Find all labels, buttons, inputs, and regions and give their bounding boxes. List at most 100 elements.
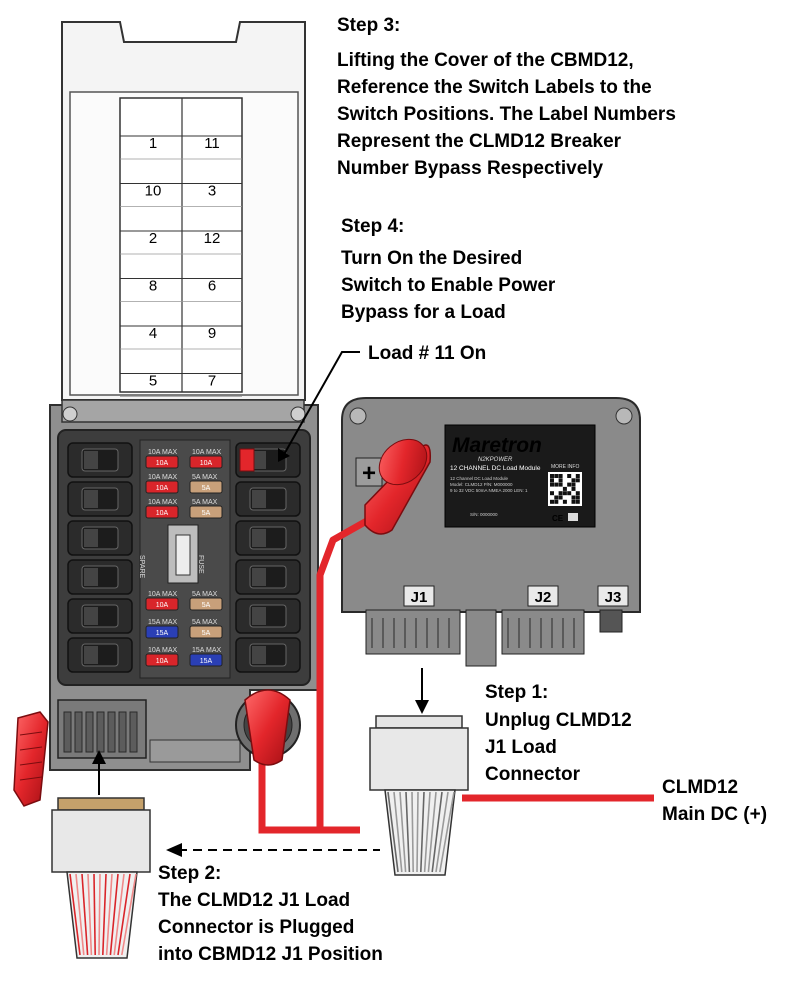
port-j2-label: J2 (535, 589, 552, 606)
main-dc-line-2: Main DC (+) (662, 804, 767, 825)
step2-line-2: Connector is Plugged (158, 917, 354, 938)
fuse-right-1-value: 10A (200, 460, 213, 467)
fuse-left-1-rating: 10A MAX (148, 449, 178, 456)
switch-label-right: 3 (208, 183, 216, 200)
ce-mark: CE (552, 514, 564, 523)
fuse-left-low-2-value: 15A (156, 630, 169, 637)
step1-line-3: Connector (485, 764, 581, 785)
fuse-left-3-rating: 10A MAX (148, 499, 178, 506)
clmd12-j1-socket[interactable] (365, 609, 461, 655)
switch-label-left: 5 (149, 373, 157, 390)
step2-line-3: into CBMD12 J1 Position (158, 944, 383, 965)
switch-label-right: 6 (208, 278, 216, 295)
fuse-left-low-1[interactable] (145, 597, 179, 611)
fuse-right-2[interactable] (189, 480, 223, 494)
load-11-on-callout: Load # 11 On (368, 343, 486, 364)
switch-label-left: 4 (149, 325, 157, 342)
fuse-right-low-1[interactable] (189, 597, 223, 611)
recycle-icon (568, 513, 578, 521)
fuse-left-low-3-rating: 10A MAX (148, 647, 178, 654)
fuse-right-2-value: 5A (202, 485, 211, 492)
fuse-left-low-1-value: 10A (156, 602, 169, 609)
fuse-left-low-3-value: 10A (156, 658, 169, 665)
port-j1-label: J1 (411, 589, 428, 606)
fuse-right-3[interactable] (189, 505, 223, 519)
port-j3-label: J3 (605, 589, 622, 606)
module-name: 12 CHANNEL DC Load Module (450, 465, 541, 472)
fuse-right-low-2[interactable] (189, 625, 223, 639)
switch-label-left: 10 (145, 183, 162, 200)
detail-line-2: Model: CLMD12 P/N: M000000 (450, 482, 513, 487)
spare-label-right: FUSE (197, 555, 204, 574)
switch-label-right: 7 (208, 373, 216, 390)
fuse-right-2-rating: 5A MAX (192, 474, 218, 481)
serial-text: S/N: 0000000 (470, 512, 498, 517)
step2-text: Step 2: The CLMD12 J1 Load Connector is … (158, 863, 383, 965)
switch-11-on-indicator (239, 448, 255, 472)
switch-label-right: 11 (204, 135, 220, 152)
fuse-left-low-3[interactable] (145, 653, 179, 667)
fuse-left-2-rating: 10A MAX (148, 474, 178, 481)
cover-hinge (61, 399, 305, 423)
red-main-wire-lower (258, 760, 360, 834)
step3-line-2: Reference the Switch Labels to the (337, 77, 652, 98)
step4-heading: Step 4: (341, 216, 404, 237)
step1-heading: Step 1: (485, 682, 548, 703)
main-dc-line-1: CLMD12 (662, 777, 738, 798)
fuse-left-3[interactable] (145, 505, 179, 519)
spare-label-left: SPARE (138, 555, 145, 579)
red-terminal-boot-box (244, 689, 291, 766)
clmd12-j1-load-connector-plugged[interactable] (51, 797, 151, 959)
step3-heading: Step 3: (337, 15, 400, 36)
switch-label-left: 2 (149, 230, 157, 247)
subbrand-text: N2KPOWER (478, 457, 513, 463)
step1-line-2: J1 Load (485, 737, 557, 758)
cbmd12-box: 10A MAX 10A 10A MAX 10A 10A MAX 10A 10A MAX 10A… (49, 399, 319, 771)
step4-text: Step 4: Turn On the Desired Switch to En… (341, 216, 556, 323)
fuse-left-3-value: 10A (156, 510, 169, 517)
fuse-right-low-3-rating: 15A MAX (192, 647, 222, 654)
fuse-right-1[interactable] (189, 455, 223, 469)
step4-line-2: Switch to Enable Power (341, 275, 556, 296)
maretron-logo: Maretron (452, 434, 542, 457)
switch-label-left: 8 (149, 278, 157, 295)
red-connector-cap (13, 711, 49, 807)
fuse-right-low-2-rating: 5A MAX (192, 619, 218, 626)
clmd12-j2-socket[interactable] (501, 609, 585, 655)
step2-heading: Step 2: (158, 863, 221, 884)
fuse-left-low-1-rating: 10A MAX (148, 591, 178, 598)
clmd12-j1-load-connector-unplugged[interactable] (369, 715, 469, 876)
fuse-right-low-3-value: 15A (200, 658, 213, 665)
plus-terminal-mark: + (362, 460, 376, 487)
clmd12-j3-port[interactable] (599, 609, 623, 633)
step1-line-1: Unplug CLMD12 (485, 710, 632, 731)
step2-line-1: The CLMD12 J1 Load (158, 890, 350, 911)
fuse-right-3-rating: 5A MAX (192, 499, 218, 506)
fuse-right-low-1-rating: 5A MAX (192, 591, 218, 598)
fuse-left-low-2[interactable] (145, 625, 179, 639)
fuse-left-2-value: 10A (156, 485, 169, 492)
switch-label-right: 9 (208, 325, 216, 342)
fuse-left-1[interactable] (145, 455, 179, 469)
main-dc-text: CLMD12 Main DC (+) (662, 777, 767, 825)
fuse-left-2[interactable] (145, 480, 179, 494)
detail-line-3: 9 to 32 VDC 50mA NMEA 2000 LEN: 1 (450, 488, 528, 493)
spare-fuse-holder: SPARE FUSE (138, 524, 204, 584)
step4-line-1: Turn On the Desired (341, 248, 522, 269)
fuse-left-low-2-rating: 15A MAX (148, 619, 178, 626)
switch-label-right: 12 (204, 230, 221, 247)
right-switch-column (235, 442, 301, 673)
fuse-right-low-3[interactable] (189, 653, 223, 667)
fuse-right-3-value: 5A (202, 510, 211, 517)
fuse-right-1-rating: 10A MAX (192, 449, 222, 456)
more-info-text: MORE INFO (551, 464, 579, 470)
fuse-right-low-1-value: 5A (202, 602, 211, 609)
step3-line-3: Switch Positions. The Label Numbers (337, 104, 676, 125)
switch-label-card (119, 97, 243, 393)
step3-line-4: Represent the CLMD12 Breaker (337, 131, 622, 152)
fuse-left-1-value: 10A (156, 460, 169, 467)
step1-text: Step 1: Unplug CLMD12 J1 Load Connector (485, 682, 632, 785)
